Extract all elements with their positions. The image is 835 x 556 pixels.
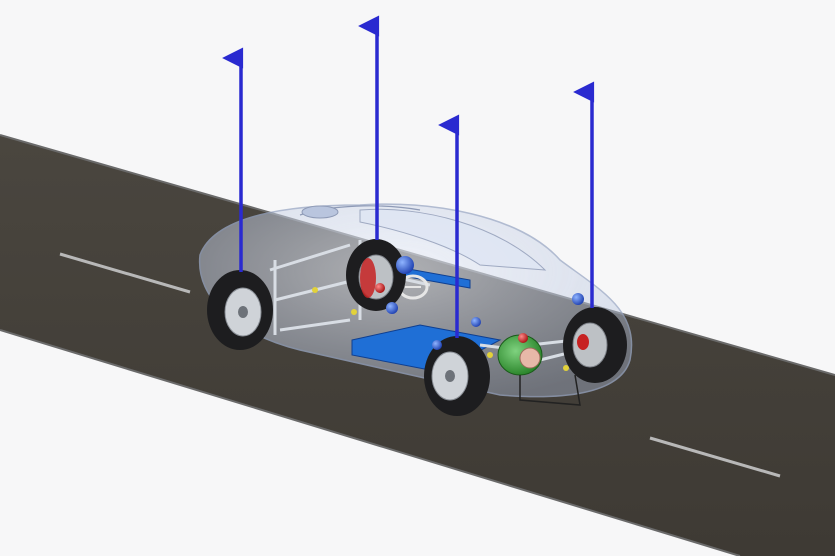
joints xyxy=(312,256,584,371)
windshield xyxy=(359,208,547,271)
force-arrows xyxy=(222,15,595,338)
wheel-front-left xyxy=(207,270,273,350)
wheel-front-right xyxy=(346,239,406,311)
sunroof xyxy=(301,205,339,219)
wheel-rear-left xyxy=(424,336,490,416)
lane-marking xyxy=(649,436,781,478)
wheel-rear-right xyxy=(563,307,627,383)
road-edge-bottom xyxy=(0,329,741,556)
lane-marking xyxy=(59,252,191,294)
differential xyxy=(497,334,581,406)
